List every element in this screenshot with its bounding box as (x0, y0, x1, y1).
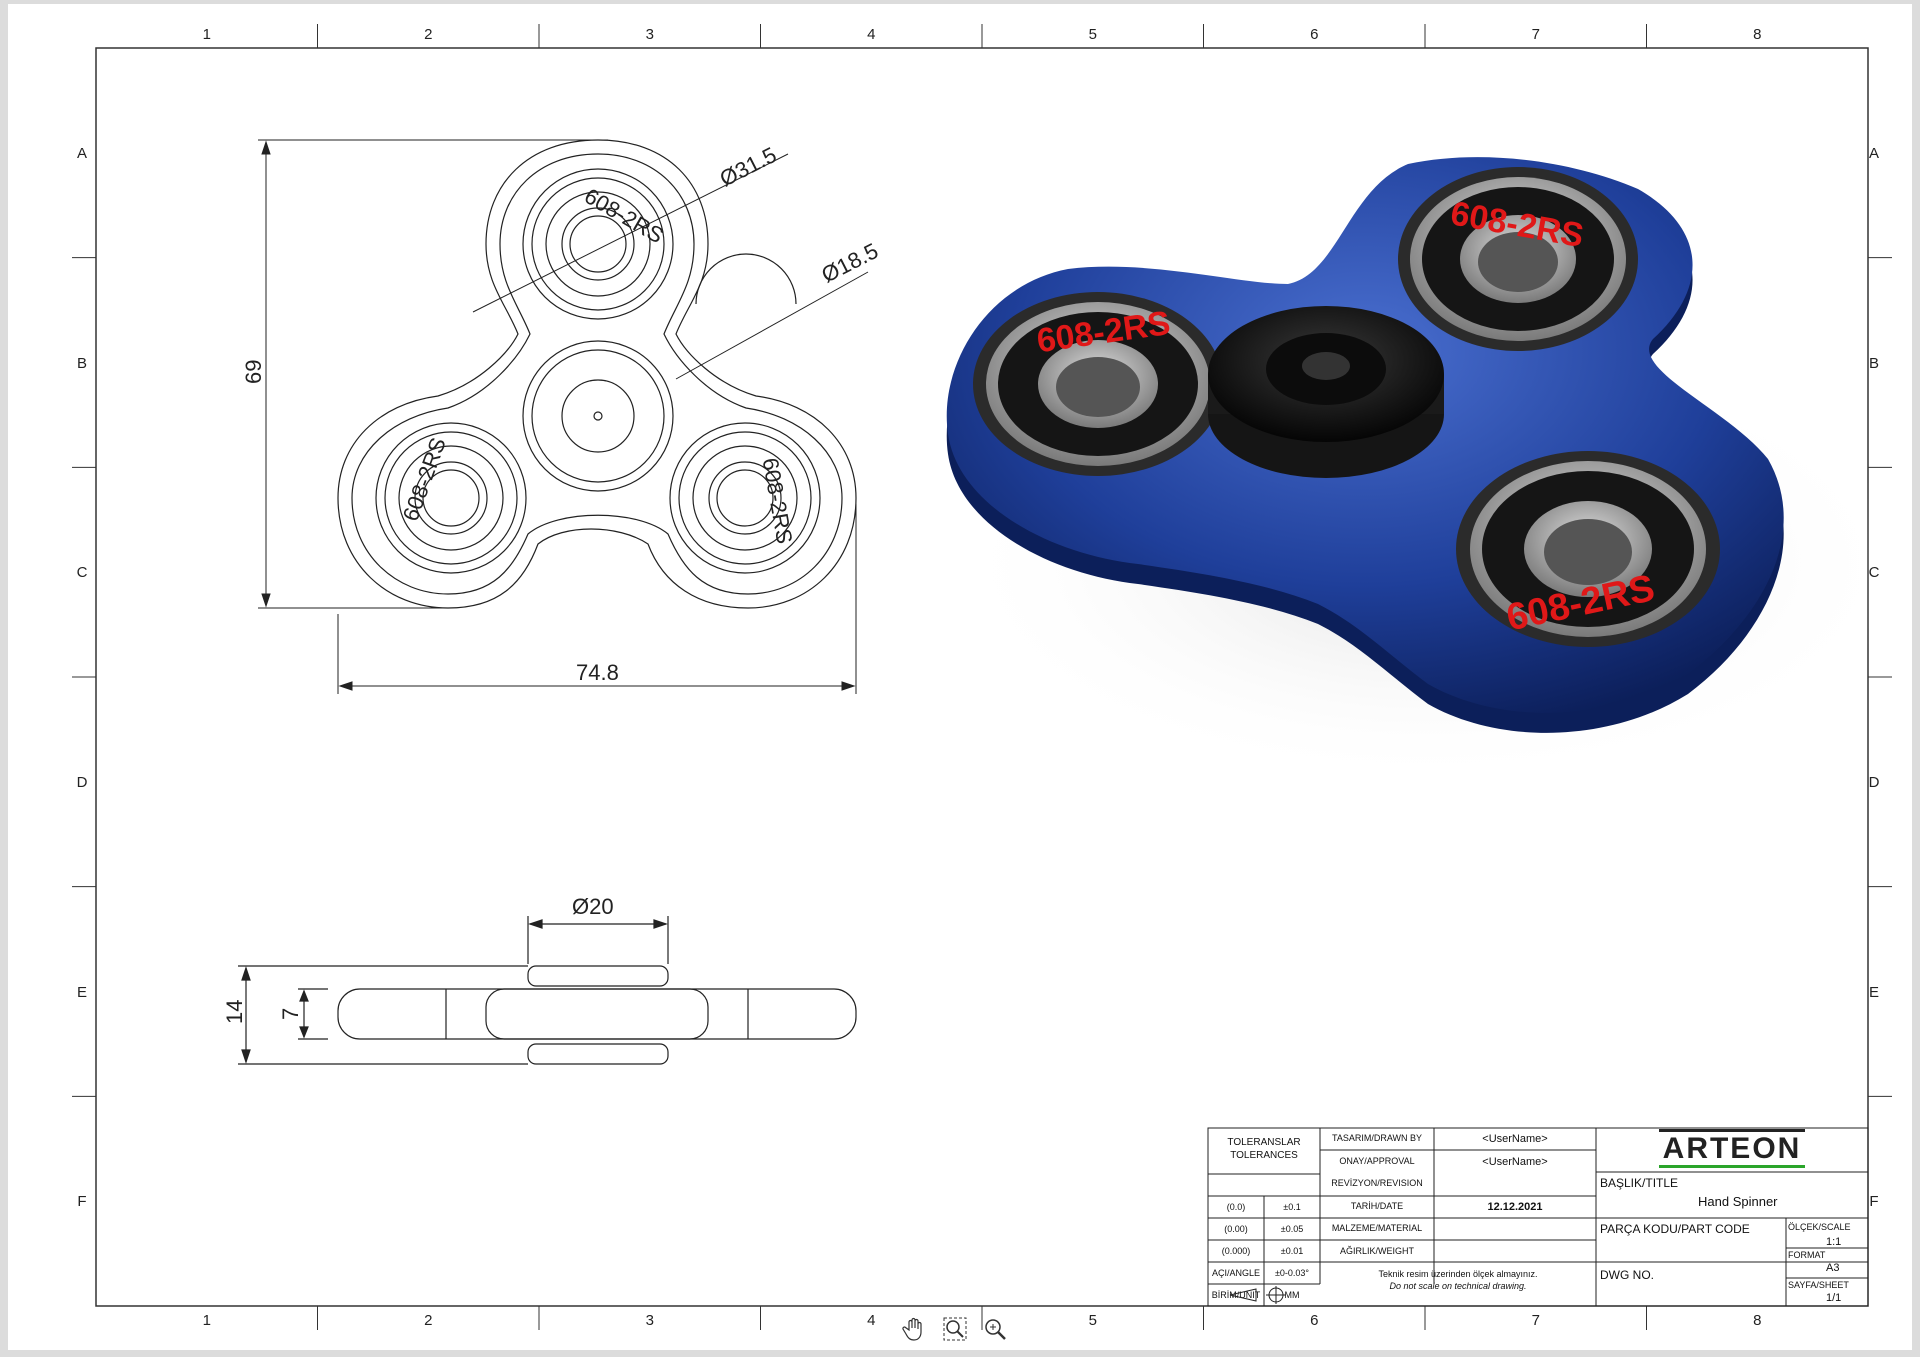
title-value: Hand Spinner (1698, 1194, 1778, 1209)
zone-row-F-right: F (1869, 1193, 1879, 1211)
part-code-label: PARÇA KODU/PART CODE (1600, 1222, 1750, 1236)
zone-row-B-left: B (76, 354, 87, 372)
dim-body-thickness: 7 (278, 1008, 303, 1020)
dim-inner-bore: Ø18.5 (817, 238, 882, 287)
dim-height: 69 (241, 360, 266, 384)
top-view-dimensions (258, 139, 869, 694)
side-view (238, 916, 857, 1065)
field-label: AĞIRLIK/WEIGHT (1339, 1245, 1414, 1256)
zone-row-A-right: A (1868, 144, 1879, 162)
zone-col-4-top: 4 (867, 26, 876, 43)
zone-col-8-bottom: 8 (1753, 1312, 1762, 1329)
tolerance-key: (0.00) (1224, 1224, 1248, 1234)
field-label: MALZEME/MATERIAL (1331, 1223, 1423, 1233)
zone-row-C-left: C (76, 564, 88, 582)
tolerance-value: ±0.1 (1283, 1202, 1301, 1212)
tolerances-header: TOLERANSLAR TOLERANCES (1208, 1136, 1320, 1162)
tolerance-key: (0.0) (1226, 1202, 1246, 1212)
tolerance-key: (0.000) (1221, 1246, 1251, 1256)
sheet-label: SAYFA/SHEET (1788, 1280, 1849, 1290)
title-block: TOLERANSLAR TOLERANCES (0.0) ±0.1 (0.00) ±0… (1208, 1128, 1868, 1306)
zone-col-1-bottom: 1 (202, 1312, 211, 1329)
zone-row-E-right: E (1868, 983, 1879, 1001)
dim-cap-diameter: Ø20 (572, 894, 614, 919)
sheet-value: 1/1 (1826, 1292, 1842, 1304)
projection-symbol-icon (1229, 1286, 1286, 1304)
bearing-label-right: 608-2RS (758, 456, 798, 546)
scale-label: ÖLÇEK/SCALE (1788, 1222, 1851, 1232)
tolerances-en: TOLERANCES (1230, 1150, 1298, 1161)
zoom-window-button[interactable] (938, 1312, 972, 1346)
field-value: <UserName> (1482, 1133, 1548, 1145)
zone-row-B-right: B (1868, 354, 1879, 372)
note-tr: Teknik resim üzerinden ölçek almayınız. (1378, 1269, 1538, 1279)
field-label: TARİH/DATE (1350, 1200, 1404, 1211)
zoom-icon (985, 1319, 1006, 1340)
zone-col-6-bottom: 6 (1310, 1312, 1319, 1329)
rendered-spinner: 608-2RS 608-2RS 608-2RS (946, 157, 1908, 784)
zone-col-3-bottom: 3 (645, 1312, 654, 1329)
zone-col-4-bottom: 4 (867, 1312, 876, 1329)
format-value: A3 (1826, 1262, 1840, 1274)
logo-text: ARTEON (1658, 1129, 1806, 1168)
tolerance-value: ±0.05 (1280, 1224, 1304, 1234)
title-block-grid (1207, 1127, 1869, 1307)
zone-col-2-top: 2 (424, 26, 433, 43)
company-logo: ARTEON (1596, 1129, 1868, 1168)
drawing-sheet: 608-2RS 608-2RS 608-2RS 69 74.8 (8, 4, 1912, 1350)
bearing-label-top: 608-2RS (580, 183, 668, 248)
zone-row-C-right: C (1868, 564, 1880, 582)
zone-row-F-left: F (77, 1193, 87, 1211)
zone-col-8-top: 8 (1753, 26, 1762, 43)
title-label: BAŞLIK/TITLE (1600, 1176, 1679, 1190)
tolerance-key: BİRİM/UNIT (1211, 1290, 1261, 1300)
zone-row-A-left: A (76, 144, 87, 162)
note-en: Do not scale on technical drawing. (1389, 1281, 1527, 1291)
zone-col-3-top: 3 (645, 26, 654, 43)
zone-row-E-left: E (76, 983, 87, 1001)
hand-icon (902, 1317, 922, 1341)
scale-note: Teknik resim üzerinden ölçek almayınız. … (1320, 1268, 1596, 1292)
dim-width: 74.8 (576, 660, 619, 685)
field-label: TASARIM/DRAWN BY (1331, 1133, 1422, 1143)
dim-outer-bearing: Ø31.5 (716, 142, 781, 191)
bearing-label-left: 608-2RS (398, 434, 451, 524)
tolerance-value: ±0-0.03° (1274, 1268, 1310, 1278)
zone-row-D-right: D (1868, 773, 1880, 791)
zone-col-5-bottom: 5 (1088, 1312, 1097, 1329)
field-value: <UserName> (1482, 1155, 1548, 1168)
zone-col-7-bottom: 7 (1531, 1312, 1540, 1329)
field-value: 12.12.2021 (1487, 1200, 1543, 1213)
field-label: ONAY/APPROVAL (1339, 1155, 1415, 1166)
zone-col-2-bottom: 2 (424, 1312, 433, 1329)
pan-hand-button[interactable] (898, 1312, 932, 1346)
top-view (337, 139, 857, 609)
zone-col-5-top: 5 (1088, 26, 1097, 43)
zoom-window-icon (943, 1317, 967, 1341)
technical-drawing: 608-2RS 608-2RS 608-2RS 69 74.8 (72, 24, 1908, 1330)
zone-col-6-top: 6 (1310, 26, 1319, 43)
field-label: REVİZYON/REVISION (1331, 1178, 1423, 1188)
tolerance-key: AÇI/ANGLE (1211, 1268, 1260, 1278)
tolerance-value: ±0.01 (1280, 1246, 1304, 1256)
zone-row-D-left: D (76, 773, 88, 791)
dim-total-thickness: 14 (222, 1000, 247, 1024)
dwg-label: DWG NO. (1600, 1268, 1654, 1282)
scale-value: 1:1 (1826, 1236, 1842, 1248)
tolerance-value: MM (1284, 1290, 1300, 1300)
zone-col-1-top: 1 (202, 26, 211, 43)
tolerances-tr: TOLERANSLAR (1227, 1137, 1301, 1148)
format-label: FORMAT (1788, 1250, 1826, 1260)
zone-col-7-top: 7 (1531, 26, 1540, 43)
zoom-button[interactable] (978, 1312, 1012, 1346)
